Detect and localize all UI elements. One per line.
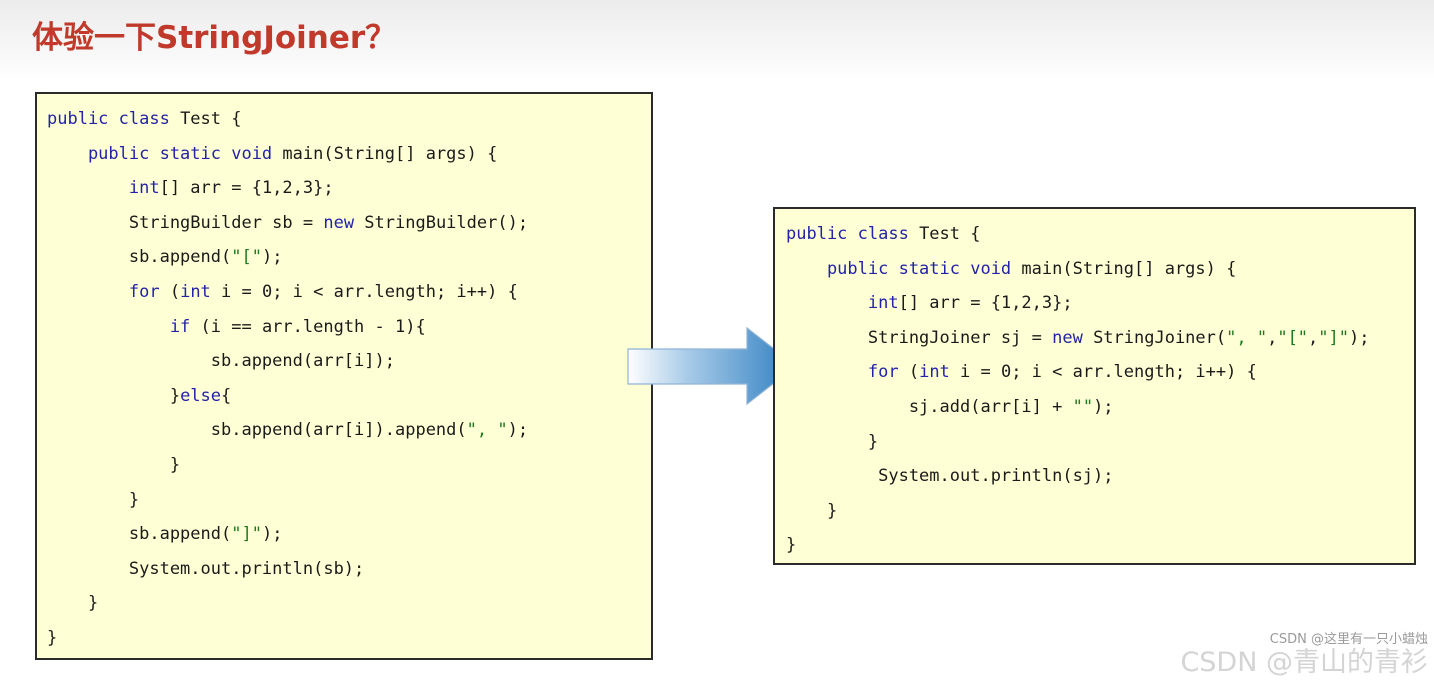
code-token: ""	[1072, 397, 1094, 417]
code-token: "]"	[1318, 327, 1350, 348]
right-arrow-icon	[627, 326, 797, 406]
code-token: int	[47, 178, 160, 199]
code-token: (	[169, 282, 181, 302]
code-token: i = 0; i < arr.length; i++) {	[960, 362, 1257, 383]
code-token: StringBuilder();	[364, 212, 529, 233]
code-token: }	[47, 628, 58, 648]
code-line: }	[786, 430, 878, 454]
code-line: StringJoiner sj = new StringJoiner(", ",…	[786, 326, 1370, 350]
code-token: ", "	[1226, 327, 1268, 348]
code-token: );	[261, 524, 283, 545]
code-box-stringbuilder: public class Test { public static void m…	[35, 92, 653, 660]
code-line: }	[786, 533, 796, 557]
code-token: );	[1093, 397, 1114, 417]
code-token: }	[47, 455, 181, 475]
code-token: public class	[47, 109, 181, 129]
watermark-big: CSDN @青山的青衫	[1180, 647, 1428, 678]
code-token: i = 0; i < arr.length; i++) {	[221, 282, 518, 302]
code-line: }else{	[47, 384, 231, 408]
code-line: public class Test {	[786, 222, 980, 246]
code-line: public class Test {	[47, 107, 241, 131]
code-token: System.out.println(sj);	[786, 466, 1114, 487]
code-line: for (int i = 0; i < arr.length; i++) {	[786, 360, 1257, 384]
code-token: sb.append(arr[i]).append(	[47, 420, 467, 441]
code-token: public static void	[47, 143, 283, 164]
code-token: Test {	[919, 224, 981, 244]
code-token: {	[221, 385, 232, 406]
code-line: for (int i = 0; i < arr.length; i++) {	[47, 280, 518, 304]
code-token: [] arr = {1,2,3};	[159, 178, 334, 199]
code-line: }	[786, 499, 837, 523]
code-line: }	[47, 626, 57, 650]
code-token: sb.append(	[47, 247, 232, 268]
code-token: for	[786, 362, 909, 383]
code-token: main(String[] args) {	[282, 143, 498, 164]
code-token: }	[47, 489, 140, 510]
code-line: System.out.println(sb);	[47, 557, 364, 581]
code-token: if	[47, 316, 201, 337]
code-line: sj.add(arr[i] + "");	[786, 395, 1114, 419]
code-token: new	[1052, 327, 1094, 348]
code-token: int	[180, 282, 222, 302]
code-token: (i == arr.length - 1){	[200, 316, 426, 337]
code-token: public static void	[786, 258, 1022, 279]
code-token: Test {	[180, 109, 242, 129]
code-line: if (i == arr.length - 1){	[47, 315, 426, 339]
code-line: }	[47, 488, 139, 512]
code-token: for	[47, 282, 170, 302]
code-token: StringBuilder sb =	[47, 212, 324, 233]
code-token: }	[786, 500, 838, 521]
code-token: int	[919, 362, 961, 383]
code-token: "["	[1277, 327, 1309, 348]
slide-title: 体验一下StringJoiner？	[32, 20, 397, 56]
code-token: }	[786, 535, 797, 556]
code-line: int[] arr = {1,2,3};	[47, 176, 334, 200]
code-token: public class	[786, 224, 920, 244]
watermark: CSDN @这里有一只小蜡烛 CSDN @青山的青衫	[1180, 632, 1428, 678]
code-token: (	[908, 362, 920, 383]
code-line: public static void main(String[] args) {	[47, 142, 497, 166]
code-line: public static void main(String[] args) {	[786, 257, 1236, 281]
code-token: );	[507, 420, 529, 441]
code-token: new	[323, 212, 365, 233]
code-token: int	[786, 293, 899, 314]
watermark-small: CSDN @这里有一只小蜡烛	[1269, 632, 1428, 647]
code-token: sj.add(arr[i] +	[786, 397, 1073, 417]
code-line: sb.append("]");	[47, 522, 283, 546]
code-line: }	[47, 453, 180, 477]
code-token: );	[1349, 327, 1370, 348]
code-token: }	[786, 431, 879, 452]
code-box-stringjoiner: public class Test { public static void m…	[773, 207, 1416, 565]
code-line: sb.append(arr[i]).append(", ");	[47, 418, 528, 442]
code-token: main(String[] args) {	[1021, 258, 1237, 279]
code-token: );	[261, 247, 283, 268]
code-token: else	[180, 385, 222, 406]
code-line: sb.append("[");	[47, 245, 283, 269]
code-token: sb.append(	[47, 524, 232, 545]
code-token: StringJoiner sj =	[786, 327, 1053, 348]
code-line: int[] arr = {1,2,3};	[786, 291, 1073, 315]
code-token: }	[47, 593, 99, 614]
code-line: }	[47, 591, 98, 615]
code-line: StringBuilder sb = new StringBuilder();	[47, 211, 528, 235]
code-token: ,	[1308, 327, 1319, 348]
code-line: sb.append(arr[i]);	[47, 349, 395, 373]
code-token: [] arr = {1,2,3};	[898, 293, 1073, 314]
code-line: System.out.println(sj);	[786, 464, 1114, 488]
code-token: sb.append(arr[i]);	[47, 351, 395, 372]
code-token: System.out.println(sb);	[47, 558, 365, 579]
code-token: "]"	[231, 524, 262, 545]
code-token: StringJoiner(	[1093, 327, 1227, 348]
code-token: ", "	[466, 420, 508, 441]
code-token: }	[47, 385, 181, 406]
code-token: "["	[231, 247, 262, 268]
header-band	[0, 0, 1434, 82]
code-token: ,	[1267, 327, 1278, 348]
